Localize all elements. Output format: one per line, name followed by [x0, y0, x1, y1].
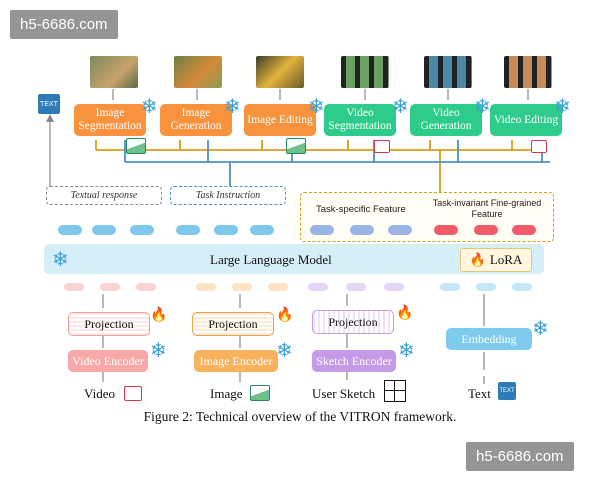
sketch-icon	[384, 380, 406, 402]
input-video-label: Video	[84, 386, 115, 401]
watermark-bottom: h5-6686.com	[466, 442, 574, 471]
lora-label: LoRA	[489, 252, 523, 267]
token-pill	[476, 283, 496, 291]
text-output-icon-label: TEXT	[40, 100, 58, 108]
video-encoder: Video Encoder	[68, 350, 148, 372]
video-generation-thumbnail	[424, 56, 472, 88]
projection-image: Projection	[192, 312, 274, 336]
token-pill	[100, 283, 120, 291]
token-pill	[176, 225, 200, 235]
frozen-snowflake-icon: ❄	[141, 94, 158, 118]
embedding-encoder: Embedding	[446, 328, 532, 350]
image-icon	[126, 138, 146, 154]
image-icon	[250, 385, 270, 401]
image-editing-thumbnail	[256, 56, 304, 88]
feature-box	[300, 192, 554, 242]
fire-icon: 🔥	[469, 252, 486, 268]
frozen-snowflake-icon: ❄	[398, 338, 415, 362]
fire-icon: 🔥	[276, 307, 294, 323]
task-invariant-feature-label: Task-invariant Fine-grained Feature	[432, 198, 542, 219]
token-pill	[350, 225, 374, 235]
video-editing-thumbnail	[504, 56, 552, 88]
video-camera-icon	[531, 140, 547, 153]
task-video-editing: Video Editing	[490, 104, 562, 136]
token-pill	[384, 283, 404, 291]
image-segmentation-thumbnail	[90, 56, 138, 88]
input-text-label: Text	[468, 386, 491, 401]
figure-caption: Figure 2: Technical overview of the VITR…	[143, 409, 457, 424]
video-camera-icon	[374, 140, 390, 153]
token-pill	[440, 283, 460, 291]
task-image-segmentation: Image Segmentation	[74, 104, 146, 136]
frozen-snowflake-icon: ❄	[224, 94, 241, 118]
frozen-snowflake-icon: ❄	[52, 247, 69, 271]
image-icon	[286, 138, 306, 154]
sketch-encoder: Sketch Encoder	[312, 350, 396, 372]
token-pill	[58, 225, 82, 235]
token-pill	[474, 225, 498, 235]
fire-icon: 🔥	[396, 305, 414, 321]
token-pill	[214, 225, 238, 235]
token-pill	[310, 225, 334, 235]
task-video-segmentation: Video Segmentation	[324, 104, 396, 136]
token-pill	[512, 225, 536, 235]
task-image-generation: Image Generation	[160, 104, 232, 136]
input-sketch-label: User Sketch	[312, 386, 376, 401]
token-pill	[232, 283, 252, 291]
token-pill	[136, 283, 156, 291]
frozen-snowflake-icon: ❄	[392, 94, 409, 118]
token-pill	[130, 225, 154, 235]
task-image-editing: Image Editing	[244, 104, 316, 136]
token-pill	[250, 225, 274, 235]
projection-sketch: Projection	[312, 310, 394, 334]
frozen-snowflake-icon: ❄	[474, 94, 491, 118]
textual-response-box: Textual response	[46, 186, 162, 205]
input-image-label: Image	[210, 386, 243, 401]
token-pill	[434, 225, 458, 235]
llm-label: Large Language Model	[210, 252, 332, 267]
text-file-icon: TEXT	[498, 382, 516, 400]
image-generation-thumbnail	[174, 56, 222, 88]
token-pill	[512, 283, 532, 291]
video-segmentation-thumbnail	[341, 56, 389, 88]
token-pill	[346, 283, 366, 291]
token-pill	[92, 225, 116, 235]
frozen-snowflake-icon: ❄	[150, 338, 167, 362]
fire-icon: 🔥	[150, 307, 168, 323]
watermark-top: h5-6686.com	[10, 10, 118, 39]
projection-video: Projection	[68, 312, 150, 336]
lora-badge: 🔥 LoRA	[460, 248, 532, 272]
token-pill	[64, 283, 84, 291]
task-instruction-box: Task Instruction	[170, 186, 286, 205]
token-pill	[308, 283, 328, 291]
task-specific-feature-label: Task-specific Feature	[316, 204, 406, 215]
frozen-snowflake-icon: ❄	[532, 316, 549, 340]
token-pill	[388, 225, 412, 235]
frozen-snowflake-icon: ❄	[554, 94, 571, 118]
token-pill	[268, 283, 288, 291]
video-camera-icon	[124, 386, 142, 401]
task-video-generation: Video Generation	[410, 104, 482, 136]
token-pill	[196, 283, 216, 291]
text-output-icon: TEXT	[38, 94, 60, 114]
frozen-snowflake-icon: ❄	[276, 338, 293, 362]
image-encoder: Image Encoder	[194, 350, 278, 372]
text-file-icon-label: TEXT	[499, 388, 515, 394]
frozen-snowflake-icon: ❄	[308, 94, 325, 118]
